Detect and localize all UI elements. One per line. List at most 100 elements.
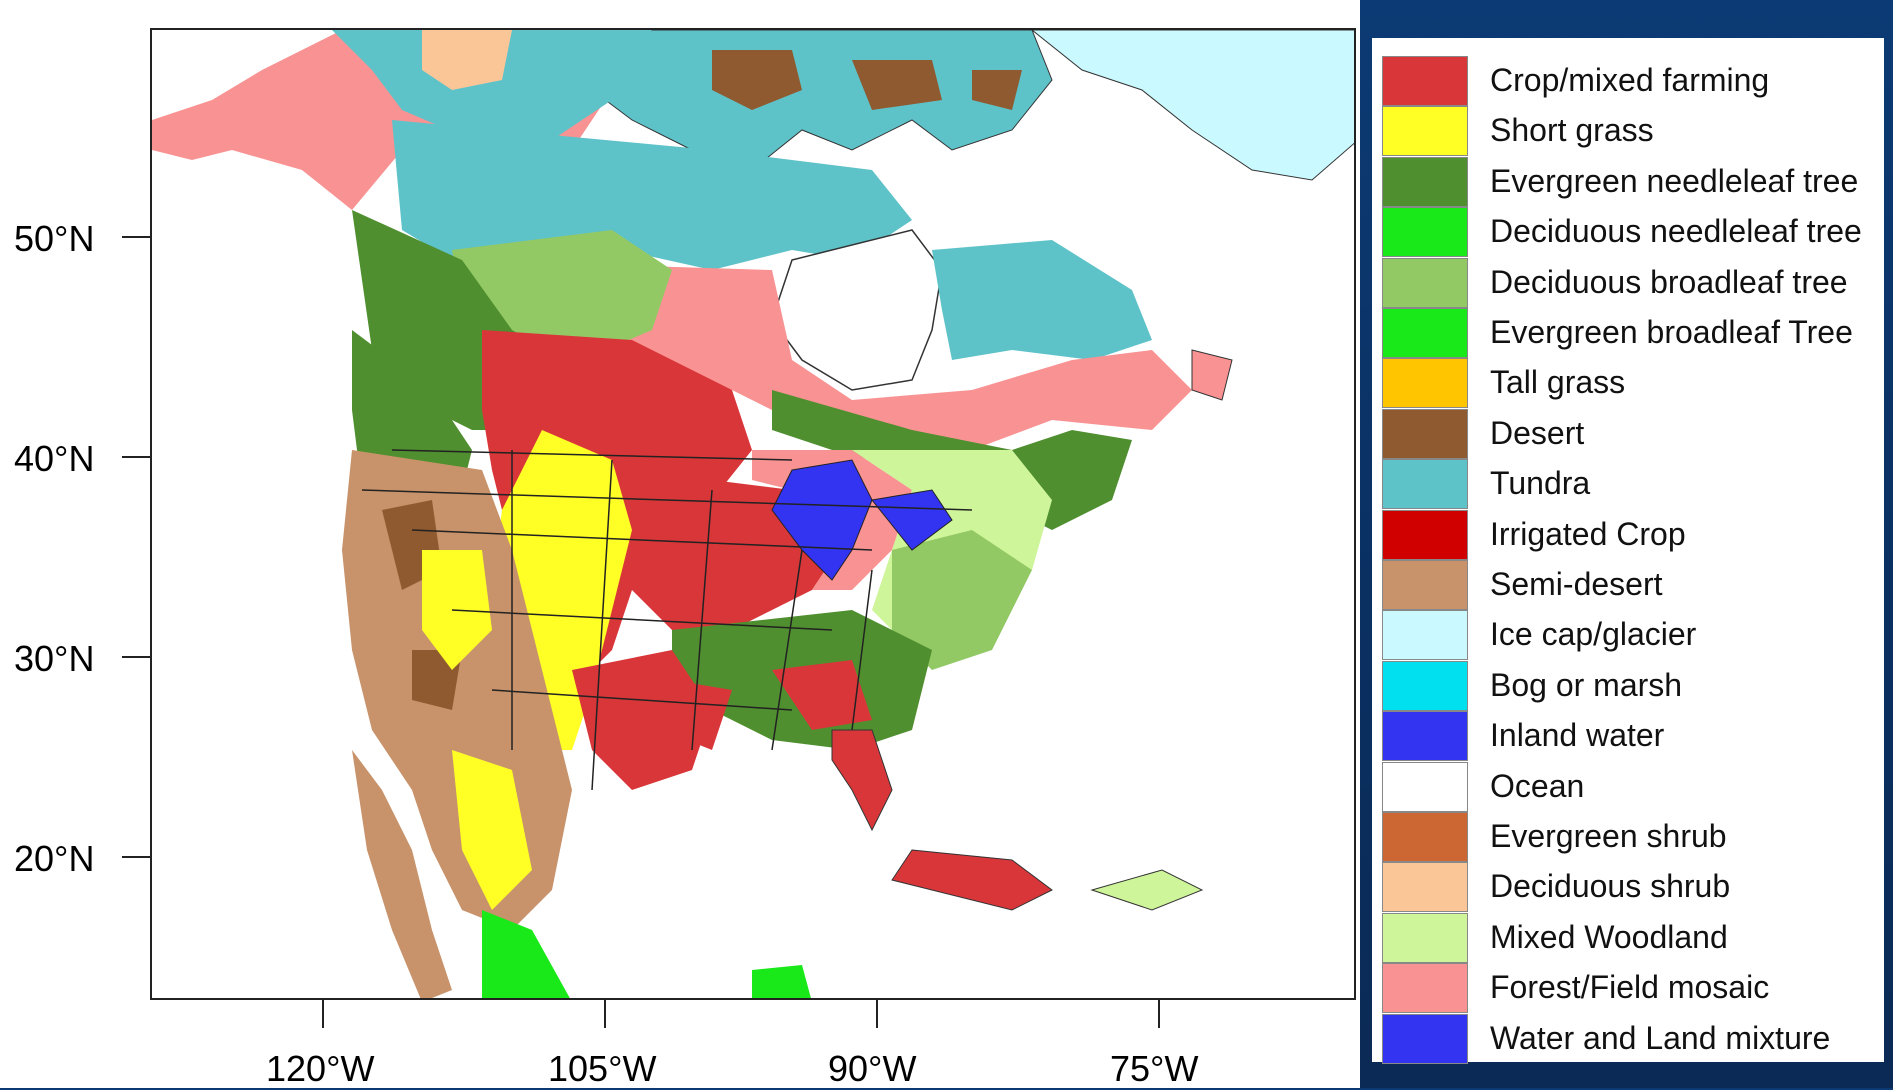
legend-swatch	[1382, 912, 1468, 963]
legend-item: Evergreen shrub	[1380, 812, 1880, 862]
legend-swatch	[1382, 761, 1468, 812]
east-broadleaf	[892, 530, 1032, 670]
legend-swatch	[1382, 560, 1468, 610]
legend-item: Bog or marsh	[1380, 660, 1880, 711]
baja	[352, 750, 452, 998]
lat-label: 40°N	[14, 438, 95, 479]
legend-swatch	[1382, 459, 1468, 510]
lon-tick	[322, 1000, 324, 1028]
lon-label: 105°W	[548, 1048, 657, 1089]
legend-label: Deciduous broadleaf tree	[1490, 263, 1848, 300]
lat-tick	[122, 856, 150, 858]
legend-swatch	[1382, 358, 1468, 409]
legend-swatch	[1382, 56, 1468, 106]
southeast-crop	[662, 660, 872, 750]
legend-label: Inland water	[1490, 717, 1665, 754]
legend-swatch	[1382, 308, 1468, 358]
legend-label: Crop/mixed farming	[1490, 62, 1770, 98]
legend-label: Water and Land mixture	[1490, 1019, 1831, 1056]
arctic-desert-patches	[712, 50, 1022, 110]
legend-item: Short grass	[1380, 106, 1880, 157]
legend-swatch	[1382, 660, 1468, 711]
legend-label: Evergreen needleleaf tree	[1490, 162, 1859, 199]
legend-item: Semi-desert	[1380, 560, 1880, 610]
legend-label: Deciduous needleleaf tree	[1490, 213, 1862, 250]
legend-label: Mixed Woodland	[1490, 918, 1728, 955]
legend-swatch	[1382, 509, 1468, 560]
legend-item: Crop/mixed farming	[1380, 56, 1880, 106]
legend-label: Irrigated Crop	[1490, 515, 1686, 552]
mexico-green	[482, 910, 570, 998]
lon-tick	[1158, 1000, 1160, 1028]
cuba	[891, 849, 1053, 911]
legend-swatch	[1382, 610, 1468, 661]
legend-item: Irrigated Crop	[1380, 509, 1880, 560]
boundary-lines	[361, 449, 973, 791]
legend-label: Ocean	[1490, 767, 1585, 804]
legend-item: Forest/Field mosaic	[1380, 963, 1880, 1014]
legend-label: Forest/Field mosaic	[1490, 969, 1770, 1006]
florida	[831, 729, 893, 832]
legend-swatch	[1382, 207, 1468, 258]
west-shortgrass	[422, 550, 532, 910]
legend-item: Mixed Woodland	[1380, 912, 1880, 963]
lon-label: 75°W	[1110, 1048, 1199, 1089]
legend-swatch	[1382, 106, 1468, 157]
legend-item: Evergreen broadleaf Tree	[1380, 308, 1880, 358]
greenland-region	[1031, 30, 1354, 181]
lat-label: 30°N	[14, 638, 95, 679]
legend-label: Evergreen shrub	[1490, 818, 1727, 854]
arctic-islands	[591, 30, 1053, 171]
texas-crop	[572, 650, 712, 790]
legend-item: Deciduous shrub	[1380, 862, 1880, 913]
map-frame	[150, 28, 1356, 1000]
legend-swatch	[1382, 812, 1468, 862]
legend-swatch	[1382, 257, 1468, 308]
lat-label: 50°N	[14, 218, 95, 259]
lon-label: 120°W	[266, 1048, 375, 1089]
hispaniola	[1090, 869, 1204, 911]
legend-swatch	[1382, 711, 1468, 762]
lat-tick	[122, 656, 150, 658]
lat-tick	[122, 236, 150, 238]
legend-item: Tall grass	[1380, 358, 1880, 409]
legend-item: Desert	[1380, 408, 1880, 459]
quebec-tundra	[932, 240, 1152, 360]
legend-item: Ocean	[1380, 761, 1880, 812]
lat-tick	[122, 456, 150, 458]
legend-item: Deciduous needleleaf tree	[1380, 207, 1880, 258]
land-cover-map	[152, 30, 1354, 998]
legend-swatch	[1382, 963, 1468, 1014]
lat-label: 20°N	[14, 838, 95, 879]
legend-label: Desert	[1490, 414, 1585, 451]
legend-label: Bog or marsh	[1490, 666, 1683, 703]
legend-item: Tundra	[1380, 459, 1880, 510]
legend-item: Water and Land mixture	[1380, 1013, 1880, 1064]
map-panel: 50°N 40°N 30°N 20°N 120°W 105°W 90°W 75°…	[14, 28, 1356, 1089]
lon-tick	[876, 1000, 878, 1028]
legend-label: Evergreen broadleaf Tree	[1490, 314, 1853, 350]
legend-item: Ice cap/glacier	[1380, 610, 1880, 661]
newfoundland	[1191, 349, 1233, 401]
legend-label: Ice cap/glacier	[1490, 616, 1697, 653]
legend-label: Tundra	[1490, 465, 1591, 502]
lon-label: 90°W	[828, 1048, 917, 1089]
legend-item: Inland water	[1380, 711, 1880, 762]
legend-item: Evergreen needleleaf tree	[1380, 156, 1880, 207]
legend-label: Short grass	[1490, 112, 1654, 149]
legend-item: Deciduous broadleaf tree	[1380, 257, 1880, 308]
legend-swatch	[1382, 408, 1468, 459]
great-lakes	[771, 459, 953, 581]
legend-label: Tall grass	[1490, 364, 1626, 401]
legend-swatch	[1382, 156, 1468, 207]
legend-swatch	[1382, 862, 1468, 913]
lon-tick	[604, 1000, 606, 1028]
yucatan	[752, 965, 811, 998]
legend-label: Deciduous shrub	[1490, 868, 1731, 905]
canada-tundra	[392, 120, 912, 270]
alaska-tundra	[332, 30, 652, 140]
alaska-shrub	[422, 30, 512, 90]
southwest-desert	[382, 500, 462, 710]
legend-label: Semi-desert	[1490, 566, 1663, 602]
